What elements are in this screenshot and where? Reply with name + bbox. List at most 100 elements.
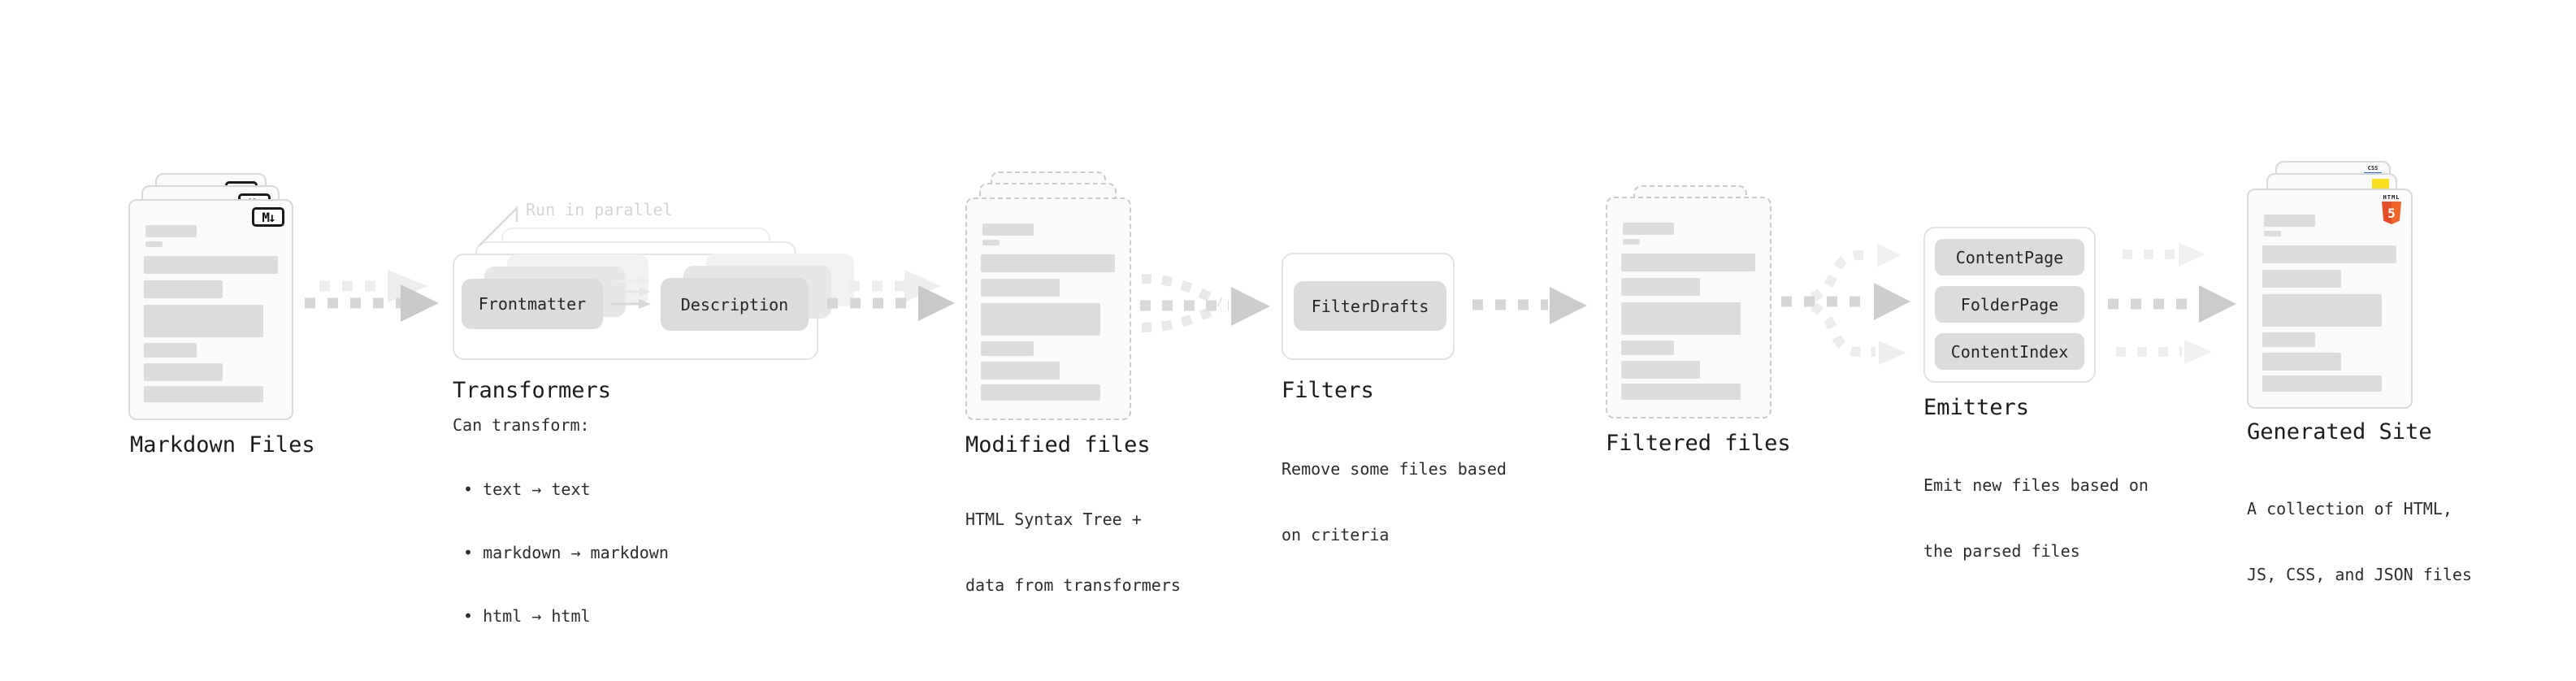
emitters-title: Emitters [1923,395,2030,420]
text-line [1621,302,1741,335]
desc-line: JS, CSS, and JSON files [2247,565,2472,584]
modified-file-card-front [965,197,1131,420]
text-line [982,240,1000,245]
description-pill: Description [661,278,809,331]
folderpage-pill: FolderPage [1935,286,2084,323]
text-line [1621,361,1700,379]
placeholder-text-lines [130,201,292,419]
text-line [981,384,1100,401]
bullet-item: • html → html [463,606,591,626]
text-line [144,256,278,274]
css-label: CSS [2367,165,2379,171]
desc-line: Emit new files based on [1923,475,2149,495]
merge-curve-bottom [1141,303,1223,332]
text-line [145,241,163,247]
text-line [981,362,1060,380]
bullet-item: • text → text [463,479,591,499]
arrow-markdown-to-transformers [305,270,439,322]
javascript-icon [2372,179,2389,189]
bullet-item: • markdown → markdown [463,543,669,562]
fan-curve-bottom [1810,301,1876,357]
contentpage-pill: ContentPage [1935,239,2084,275]
arrowhead-icon [1874,283,1910,320]
modified-files-desc: HTML Syntax Tree + data from transformer… [965,465,1181,640]
text-line [1621,384,1741,400]
fan-curve-top [1810,250,1874,302]
markdown-file-card-front: M↓ [128,199,293,420]
text-line [2264,231,2281,236]
filters-desc: Remove some files based on criteria [1281,414,1507,590]
ghost-arrowhead-icon [904,270,941,302]
text-line [981,279,1060,297]
markdown-files-title: Markdown Files [130,432,315,458]
modified-files-title: Modified files [965,432,1151,458]
emitter-pill-list: ContentPage FolderPage ContentIndex [1935,239,2084,370]
arrowhead-icon [1550,287,1587,324]
run-in-parallel-note: Run in parallel [526,200,673,219]
text-line [2262,294,2382,327]
generated-file-card-front: HTML 5 [2247,189,2413,409]
text-line [2262,375,2382,392]
html5-word: HTML [2383,194,2400,201]
filtered-files-title: Filtered files [1606,431,1791,456]
merge-curve-top [1141,274,1223,307]
transformers-title: Transformers [453,378,612,403]
arrowhead-top-icon [2179,242,2205,267]
filters-title: Filters [1281,378,1374,403]
text-line [144,305,263,337]
arrow-filtered-to-emitters-fanout [1781,243,1910,365]
html5-shield: 5 [2382,202,2401,224]
emitters-desc: Emit new files based on the parsed files [1923,431,2149,606]
transformers-desc-heading: Can transform: [453,415,590,435]
stage-emitters-box: ContentPage FolderPage ContentIndex [1923,227,2096,383]
desc-line: the parsed files [1923,541,2080,561]
text-line [144,343,197,358]
desc-line: data from transformers [965,575,1181,595]
text-line [145,225,197,237]
placeholder-text-lines [967,199,1130,419]
markdown-icon: M↓ [252,207,284,227]
text-line [144,363,223,381]
text-line [2262,332,2315,347]
stage-markdown-files: M↓ M↓ M↓ [128,173,293,466]
arrow-filters-to-filtered [1472,287,1587,324]
html5-icon: HTML 5 [2381,194,2402,224]
stage-generated-site: CSS HTML 5 [2247,161,2413,453]
frontmatter-pill: Frontmatter [462,279,603,329]
text-line [1623,239,1640,245]
generated-site-desc: A collection of HTML, JS, CSS, and JSON … [2247,454,2472,630]
text-line [1623,223,1674,235]
text-line [2262,245,2396,263]
placeholder-text-lines [1607,198,1770,417]
ghost-arrowhead-icon [388,270,428,302]
text-line [144,386,263,402]
contentindex-pill: ContentIndex [1935,333,2084,370]
fan-arrowhead-top-icon [1877,243,1901,267]
stage-transformers: Frontmatter Description [453,228,854,366]
transformers-bullet-list: • text → text • markdown → markdown • ht… [463,436,669,669]
arrowhead-icon [918,285,955,321]
stage-filters-box: FilterDrafts [1281,253,1455,360]
desc-line: on criteria [1281,525,1390,544]
text-line [982,223,1034,236]
text-line [144,280,223,298]
generated-site-title: Generated Site [2247,419,2432,445]
text-line [1621,254,1755,271]
stage-filtered-files [1606,185,1772,478]
placeholder-text-lines [2249,190,2411,407]
desc-line: HTML Syntax Tree + [965,510,1142,529]
arrow-modified-to-filters-merge [1140,274,1270,332]
filterdrafts-pill: FilterDrafts [1294,281,1446,331]
text-line [981,303,1100,336]
text-line [2262,270,2341,288]
desc-line: A collection of HTML, [2247,499,2452,518]
text-line [1621,340,1674,355]
fan-arrowhead-bottom-icon [1879,340,1906,365]
text-line [981,254,1115,272]
desc-line: Remove some files based [1281,459,1507,479]
text-line [2262,353,2341,371]
text-line [981,341,1034,356]
stage-modified-files [965,171,1131,464]
arrowhead-middle-icon [2199,285,2236,323]
arrowhead-icon [1231,287,1270,326]
